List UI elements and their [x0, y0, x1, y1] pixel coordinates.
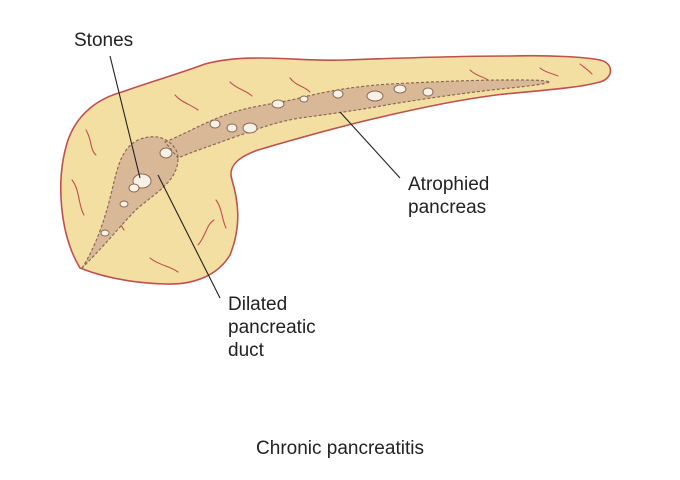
- stone: [366, 90, 384, 102]
- figure-caption: Chronic pancreatitis: [256, 438, 424, 459]
- atrophied-label-line-2: pancreas: [408, 197, 487, 218]
- duct-label-line-1: Dilated: [228, 294, 288, 315]
- stones-group: [100, 84, 434, 237]
- stone: [242, 122, 258, 134]
- stone: [209, 119, 221, 129]
- atrophied-leader-line: [339, 111, 401, 179]
- leader-lines: [109, 55, 401, 299]
- stones-label: Stones: [74, 29, 133, 52]
- stone: [159, 147, 173, 159]
- stone: [393, 84, 407, 94]
- stone: [100, 229, 110, 237]
- stones-label-text: Stones: [74, 30, 134, 51]
- stone: [226, 123, 238, 133]
- atrophied-pancreas-label: Atrophied pancreas: [408, 173, 489, 219]
- stone: [128, 183, 140, 193]
- duct-label-line-2: pancreatic: [228, 317, 316, 338]
- stone: [332, 89, 344, 99]
- stone: [271, 99, 285, 109]
- pancreas-outline: [60, 54, 612, 285]
- stones-leader-line: [109, 55, 141, 179]
- dilated-duct-label: Dilated pancreatic duct: [228, 293, 316, 362]
- duct-label-line-3: duct: [228, 340, 264, 361]
- atrophied-label-line-1: Atrophied: [408, 174, 490, 195]
- stone: [119, 200, 129, 208]
- stone: [132, 173, 152, 189]
- stone: [422, 87, 434, 97]
- duct-leader-line: [157, 174, 221, 299]
- stone: [299, 95, 309, 103]
